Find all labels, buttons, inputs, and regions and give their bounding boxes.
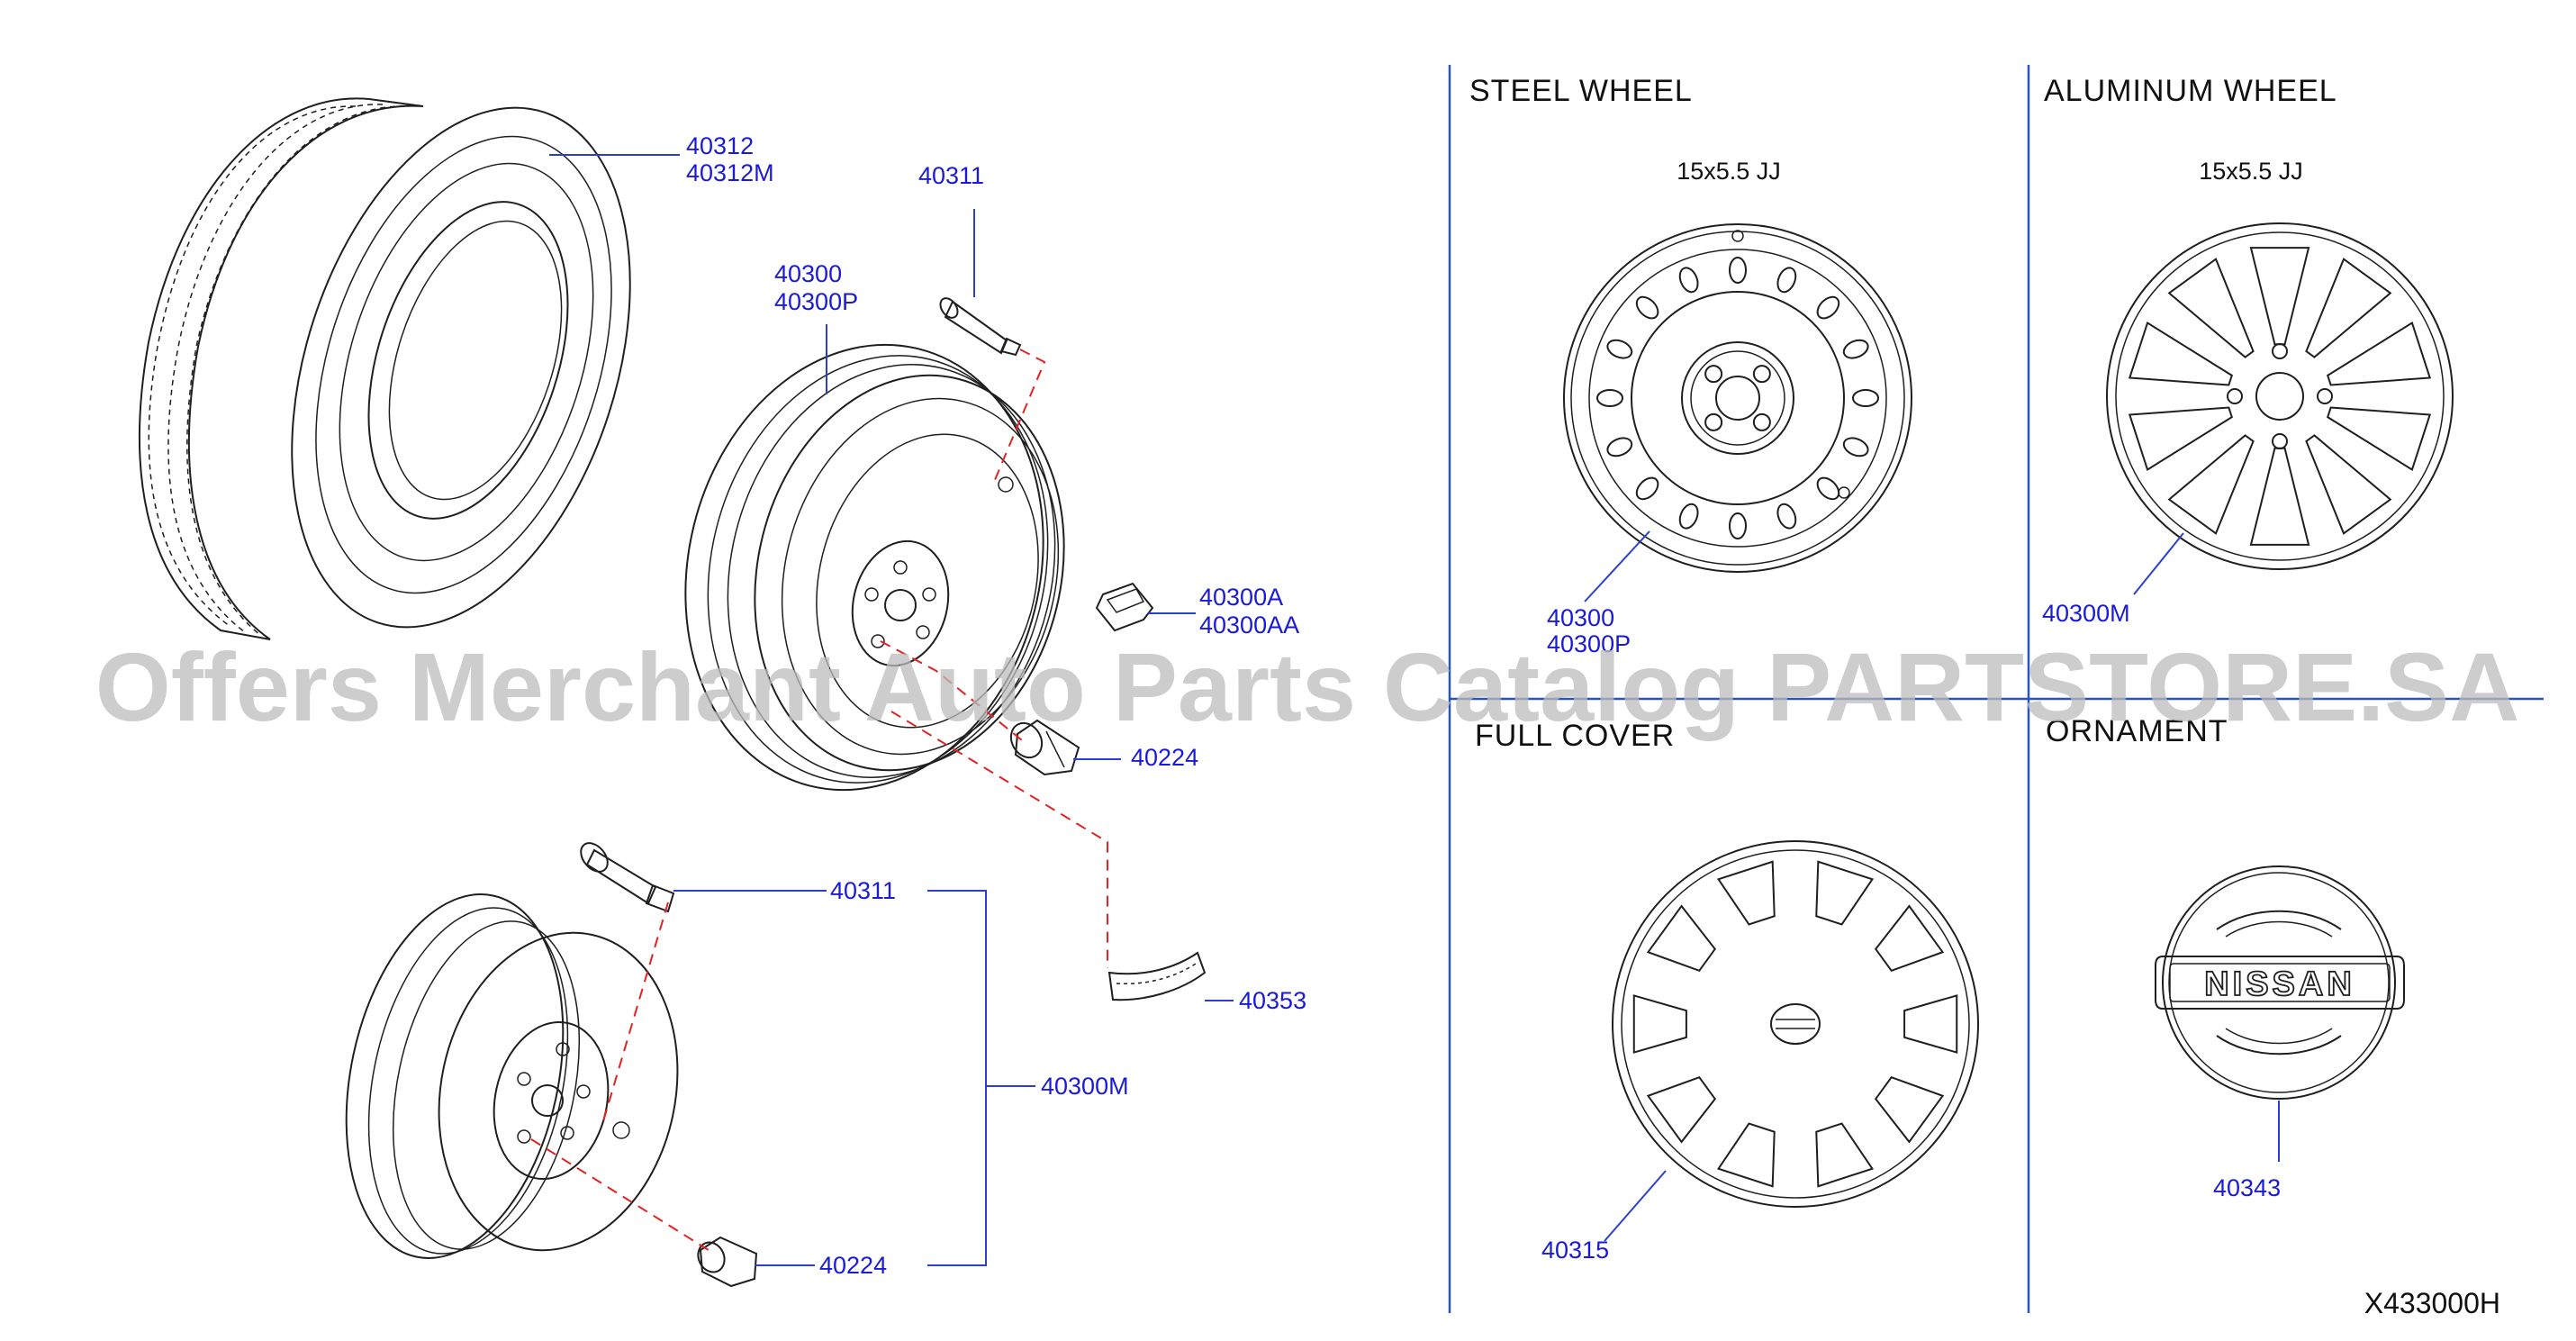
part-label-full-cover[interactable]: 40315: [1541, 1237, 1609, 1264]
part-label-valve-top[interactable]: 40311: [918, 162, 984, 189]
full-cover-illustration: [1612, 840, 1979, 1208]
vent-slot: [1776, 267, 1797, 294]
part-label-balance-weight[interactable]: 40353: [1239, 987, 1306, 1014]
lug-hole: [1704, 365, 1723, 384]
ornament-illustration: NISSAN: [2155, 865, 2405, 1100]
cover-window: [1815, 1122, 1875, 1188]
lug-hole: [1752, 365, 1771, 384]
steel-wheel-illustration: [1563, 223, 1912, 573]
part-label-steel-wheel-p[interactable]: 40300P: [1547, 630, 1631, 657]
vent-slot: [1635, 476, 1659, 501]
part-label-nut-bottom[interactable]: 40224: [819, 1252, 887, 1279]
cover-window: [1646, 1075, 1717, 1144]
part-label-sensor[interactable]: 40300A: [1199, 584, 1283, 611]
diagram-code: X433000H: [2364, 1287, 2500, 1319]
watermark: Offers Merchant Auto Parts Catalog PARTS…: [95, 632, 2519, 741]
leader-lines: [549, 154, 2280, 1266]
vent-slot: [1678, 267, 1699, 294]
part-label-wheel-main[interactable]: 40300: [774, 260, 842, 287]
cover-window: [1874, 1075, 1945, 1144]
spoke-window: [2249, 447, 2310, 546]
spoke-window: [2128, 406, 2234, 471]
vent-slot: [1606, 437, 1633, 458]
vent-slot: [1678, 503, 1699, 530]
vent-slot: [1596, 389, 1623, 407]
aluminum-wheel-illustration: [2106, 222, 2454, 570]
vent-slot: [1776, 503, 1797, 530]
part-label-ornament[interactable]: 40343: [2213, 1174, 2281, 1201]
spare-wheel-illustration: [345, 893, 679, 1259]
vent-slot: [1816, 295, 1840, 320]
section-separators: [1448, 65, 2544, 1313]
cover-window: [1632, 994, 1687, 1054]
spoke-window: [2305, 434, 2392, 535]
spoke-window: [2128, 322, 2234, 386]
assembly-guides: [530, 349, 1108, 1253]
vent-slot: [1635, 295, 1659, 320]
nut-bottom-illustration: [697, 1236, 758, 1288]
spoke-window: [2326, 406, 2432, 471]
valve-bottom-illustration: [580, 842, 675, 913]
spoke-window: [2305, 258, 2392, 358]
part-label-sensor-aa[interactable]: 40300AA: [1199, 612, 1299, 639]
part-label-valve-bottom[interactable]: 40311: [830, 877, 896, 904]
sensor-illustration: [1095, 582, 1154, 632]
tire-illustration: [139, 97, 631, 640]
vent-slot: [1729, 512, 1747, 539]
part-label-tire[interactable]: 40312: [686, 132, 754, 159]
cover-window: [1815, 860, 1875, 926]
spoke-window: [2326, 322, 2432, 386]
part-label-nut-top[interactable]: 40224: [1131, 744, 1198, 771]
vent-slot: [1842, 339, 1869, 359]
spoke-window: [2249, 247, 2310, 346]
aluminum-wheel-spec: 15x5.5 JJ: [2199, 158, 2303, 185]
vent-slot: [1816, 476, 1840, 501]
lug-hole: [2317, 388, 2333, 404]
cover-window: [1874, 904, 1945, 973]
vent-slot: [1606, 339, 1633, 359]
part-label-steel-wheel[interactable]: 40300: [1547, 604, 1614, 631]
cover-window: [1716, 1122, 1776, 1188]
balance-weight-illustration: [1107, 951, 1207, 1001]
ornament-logo-text: NISSAN: [2204, 965, 2355, 1003]
vent-slot: [1729, 257, 1747, 284]
aluminum-wheel-title: ALUMINUM WHEEL: [2044, 74, 2337, 108]
lug-hole: [1704, 412, 1723, 431]
section-headings: STEEL WHEEL 15x5.5 JJ ALUMINUM WHEEL 15x…: [1469, 74, 2337, 753]
cover-window: [1903, 994, 1958, 1054]
valve-top-illustration: [939, 297, 1022, 357]
part-label-wheel-main-p[interactable]: 40300P: [774, 288, 858, 315]
lug-hole: [1752, 412, 1771, 431]
vent-slot: [1852, 389, 1879, 407]
cover-window: [1716, 860, 1776, 926]
lug-hole: [2227, 388, 2243, 404]
vent-slot: [1842, 437, 1869, 458]
nut-top-illustration: [1009, 719, 1080, 776]
cover-window: [1646, 904, 1717, 973]
spoke-window: [2167, 258, 2255, 358]
part-label-spare-wheel[interactable]: 40300M: [1041, 1073, 1129, 1100]
part-labels: 40312 40312M 40311 40300 40300P 40300A 4…: [686, 132, 2281, 1279]
ornament-title: ORNAMENT: [2046, 714, 2228, 748]
spoke-window: [2167, 434, 2255, 535]
steel-wheel-title: STEEL WHEEL: [1469, 74, 1693, 108]
steel-wheel-spec: 15x5.5 JJ: [1677, 158, 1781, 185]
full-cover-title: FULL COVER: [1475, 719, 1675, 753]
part-label-tire-m[interactable]: 40312M: [686, 159, 774, 186]
lug-hole: [2272, 343, 2288, 359]
part-label-aluminum-wheel[interactable]: 40300M: [2042, 600, 2130, 627]
main-wheel-illustration: [684, 343, 1065, 792]
lug-hole: [2272, 433, 2288, 449]
